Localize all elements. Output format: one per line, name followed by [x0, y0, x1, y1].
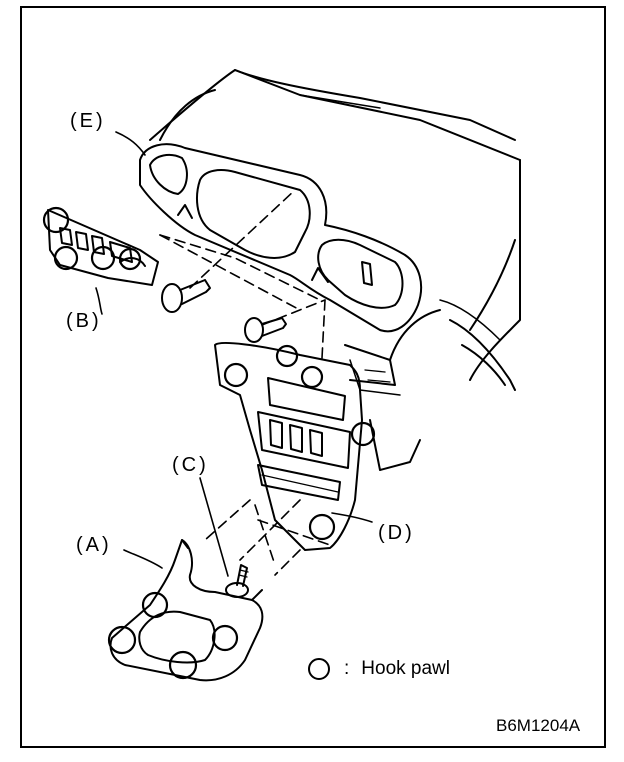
legend-separator: :	[344, 658, 350, 679]
screw-middle	[244, 317, 287, 343]
hook-pawls	[42, 206, 376, 680]
label-d: (D)	[378, 522, 415, 544]
assembly-guide-lines	[159, 189, 331, 576]
dashboard-panel	[149, 69, 521, 471]
circle-icon	[308, 658, 330, 680]
label-a: (A)	[76, 534, 112, 556]
legend: : Hook pawl	[308, 658, 450, 680]
label-c: (C)	[172, 454, 209, 476]
meter-visor-e	[139, 143, 423, 333]
screw-c	[225, 564, 249, 598]
label-b: (B)	[66, 310, 102, 332]
label-e: (E)	[70, 110, 106, 132]
leader-lines	[95, 131, 373, 577]
legend-text: Hook pawl	[361, 658, 450, 679]
switch-panel-b	[47, 209, 159, 286]
center-panel-d	[214, 342, 363, 551]
screw-left	[161, 279, 211, 313]
figure-code: B6M1204A	[496, 716, 581, 735]
lower-panel-a	[109, 539, 264, 682]
